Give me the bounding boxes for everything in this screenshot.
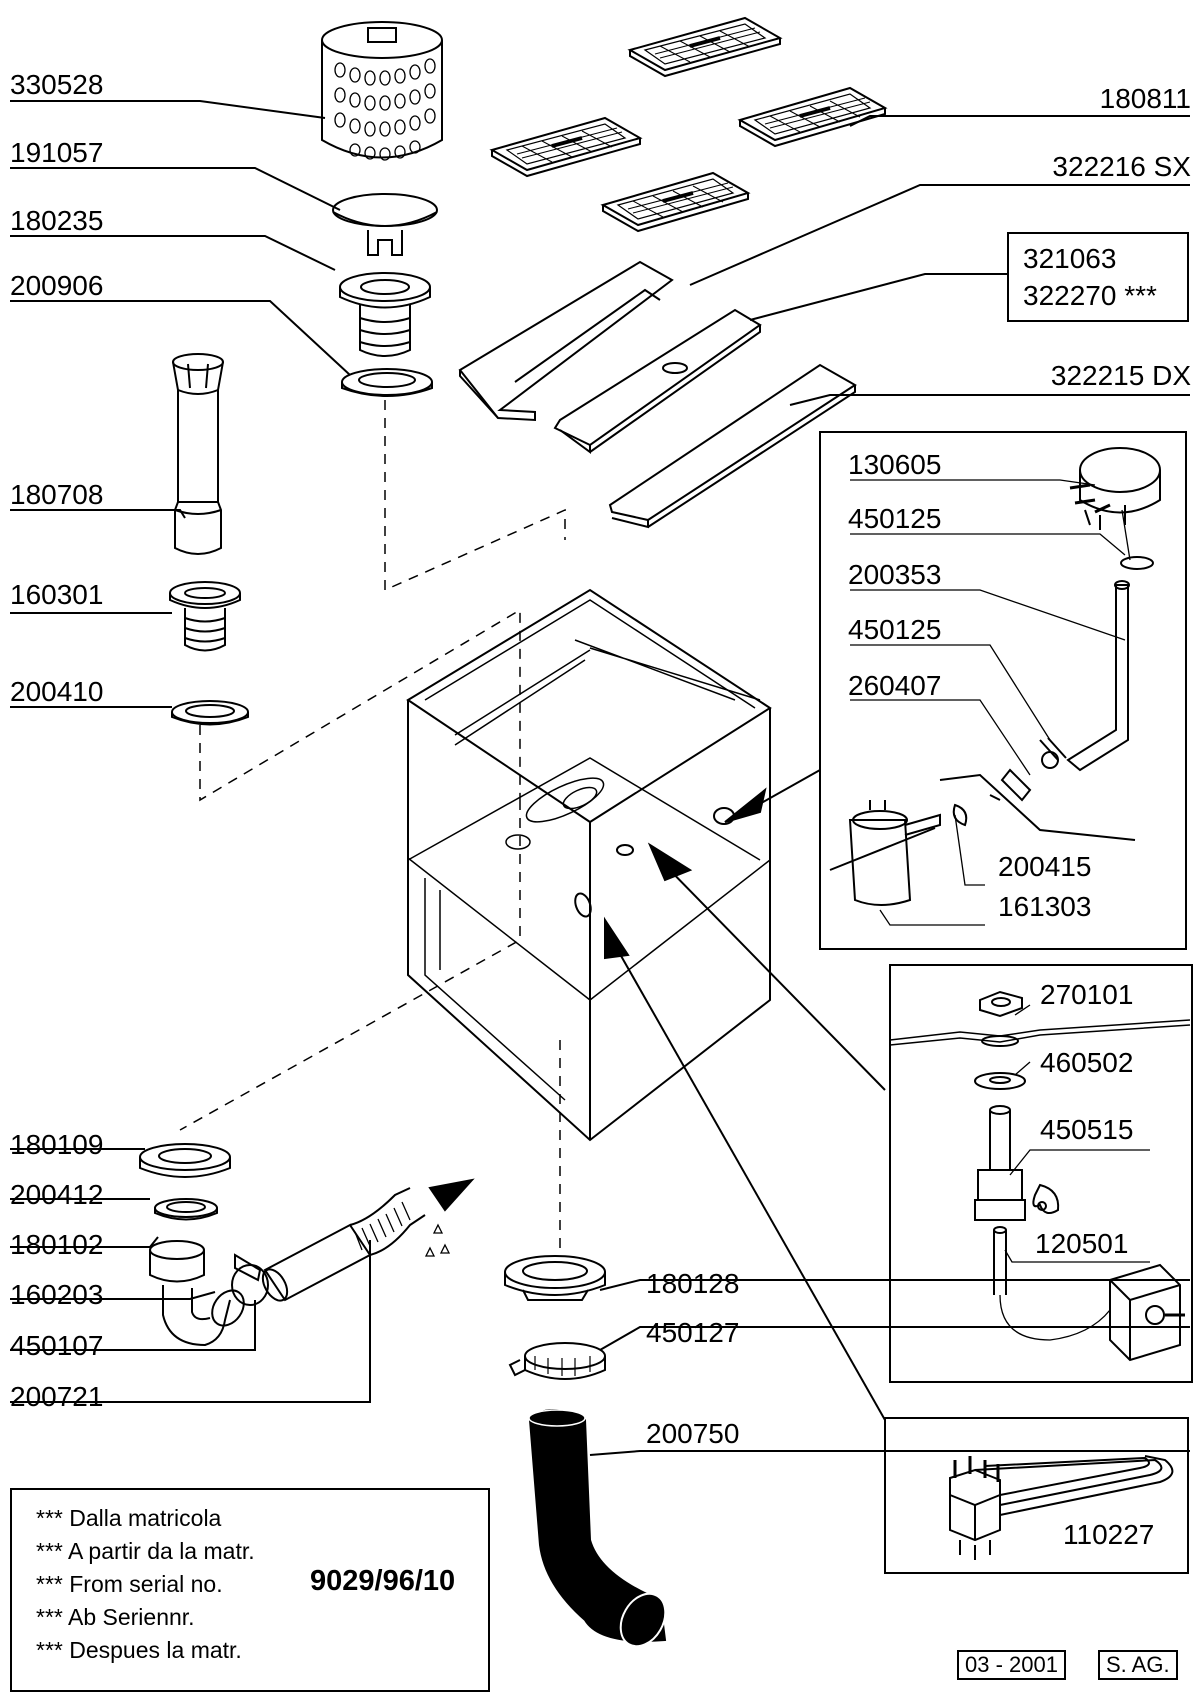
assembly-dashed-lines [179,400,566,1250]
part-label-180109: 180109 [10,1129,104,1160]
black-hose-part [528,1409,667,1648]
drain-fittings-center [504,1255,606,1380]
leader-lines-left [10,100,371,1403]
part-label-450125-a: 450125 [848,503,942,534]
note-line-2: *** A partir da la matr. [36,1538,255,1564]
part-label-130605: 130605 [848,449,942,480]
part-label-120501: 120501 [1035,1228,1129,1259]
pointer-arrows [428,769,886,1421]
part-label-200410: 200410 [10,676,104,707]
overflow-pipe-part [172,353,224,555]
part-label-160203: 160203 [10,1279,104,1310]
part-label-110227: 110227 [1063,1519,1155,1550]
note-line-5: *** Despues la matr. [36,1637,242,1663]
part-label-200750: 200750 [646,1418,740,1449]
part-label-450515: 450515 [1040,1114,1134,1145]
thermostat-detail [889,964,1193,1383]
note-line-3: *** From serial no. [36,1571,223,1597]
part-label-322270: 322270 *** [1023,280,1157,311]
part-label-180708: 180708 [10,479,104,510]
drain-cap-part [332,193,438,256]
filter-basket-part [321,21,443,161]
threaded-bush-160301-part [169,581,241,652]
washer-200906-part [341,368,433,397]
part-label-200721: 200721 [10,1381,104,1412]
part-label-180102: 180102 [10,1229,104,1260]
drain-flange-part [339,272,431,357]
note-line-1: *** Dalla matricola [36,1505,222,1531]
date-stamp: 03 - 2001 [957,1650,1066,1680]
part-label-200906: 200906 [10,270,104,301]
part-label-200353: 200353 [848,559,942,590]
alternate-part-box [1007,232,1189,322]
author-stamp: S. AG. [1098,1650,1178,1680]
heating-element-detail [884,1417,1189,1574]
part-label-450125-b: 450125 [848,614,942,645]
part-label-260407: 260407 [848,670,942,701]
part-label-330528: 330528 [10,69,104,100]
part-label-460502: 460502 [1040,1047,1134,1078]
part-label-191057: 191057 [10,137,104,168]
part-label-321063: 321063 [1023,243,1117,274]
part-label-322216-sx: 322216 SX [1052,151,1191,182]
note-line-4: *** Ab Seriennr. [36,1604,195,1630]
serial-number: 9029/96/10 [310,1565,456,1597]
part-label-450127: 450127 [646,1317,740,1348]
drain-assembly-left [139,1143,451,1347]
filter-grids-part [489,16,888,233]
part-label-270101: 270101 [1040,979,1134,1010]
water-tank-part [406,588,772,1142]
part-label-180811: 180811 [1099,83,1191,114]
guide-rails-part [458,260,857,529]
pressure-switch-detail [819,431,1187,950]
part-label-180128: 180128 [646,1268,740,1299]
part-label-161303: 161303 [998,891,1092,922]
part-label-322215-dx: 322215 DX [1050,360,1191,391]
part-label-200412: 200412 [10,1179,104,1210]
part-label-160301: 160301 [10,579,104,610]
part-label-450107: 450107 [10,1330,104,1361]
washer-200410-part [171,700,249,726]
part-label-180235: 180235 [10,205,104,236]
part-label-200415: 200415 [998,851,1092,882]
